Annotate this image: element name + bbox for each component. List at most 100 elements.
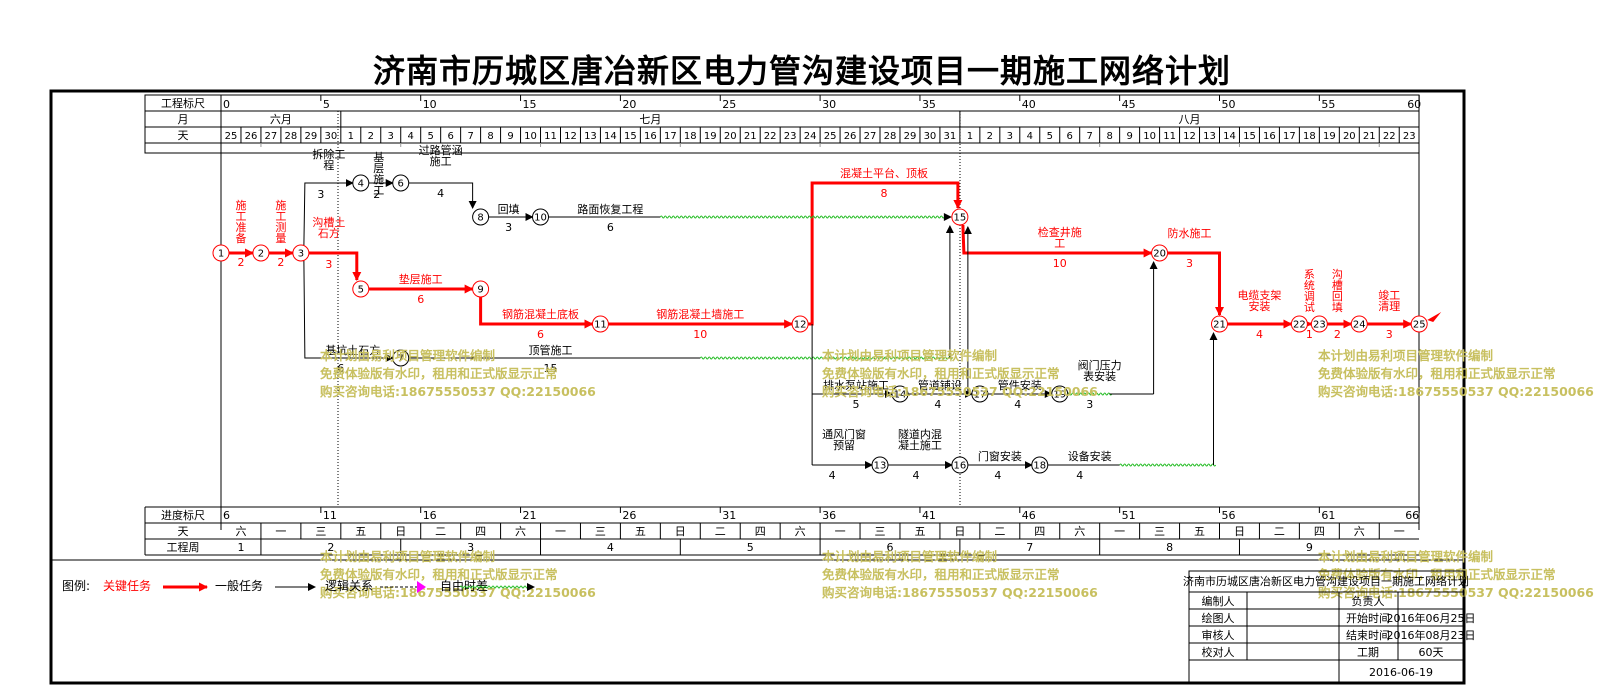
watermark-text: 购买咨询电话:18675550537 QQ:22150066 — [822, 384, 1098, 399]
month-label: 八月 — [1179, 113, 1201, 126]
task-duration: 4 — [1076, 469, 1083, 482]
scale-tick-label: 20 — [622, 98, 636, 111]
weekday-label: 五 — [635, 525, 646, 538]
progress-tick-label: 36 — [822, 509, 836, 522]
node-6 — [392, 174, 410, 192]
weekday-label: 二 — [994, 525, 1005, 538]
node-label: 7 — [398, 354, 404, 365]
day-label: 1 — [967, 131, 973, 142]
info-project: 济南市历城区唐冶新区电力管沟建设项目一期施工网络计划 — [1183, 574, 1469, 588]
node-label: 1 — [218, 249, 224, 260]
info-drawer: 绘图人 — [1202, 611, 1235, 625]
task-label: 沟槽回填 — [1332, 268, 1343, 314]
node-3 — [292, 244, 310, 262]
day-label: 10 — [524, 131, 537, 142]
task-arrow-9-11 — [479, 297, 594, 329]
day-label: 5 — [427, 131, 433, 142]
node-21 — [1211, 315, 1228, 333]
weekday-label: 二 — [715, 525, 726, 538]
info-checker: 校对人 — [1202, 645, 1235, 659]
weekday-label: 三 — [315, 525, 326, 538]
finish-flag-icon — [1427, 312, 1442, 322]
day-label: 2 — [987, 131, 993, 142]
week-label: 7 — [1026, 541, 1033, 554]
node-label: 3 — [298, 249, 304, 260]
progress-tick-label: 21 — [523, 509, 537, 522]
node-15 — [951, 208, 969, 226]
watermark-text: 本计划由易利项目管理软件编制 — [1318, 549, 1493, 564]
day-label: 15 — [624, 131, 637, 142]
day-label: 22 — [764, 131, 777, 142]
week-label: 8 — [1166, 541, 1173, 554]
task-label: 钢筋混凝土墙施工 — [656, 307, 744, 321]
task-duration: 4 — [1256, 328, 1263, 341]
day-label: 17 — [664, 131, 677, 142]
task-duration: 2 — [277, 256, 284, 269]
weekday-label: 四 — [475, 525, 486, 538]
legend-logic-arrowhead — [417, 581, 426, 593]
legend-normal-label: 一般任务 — [215, 578, 263, 593]
task-label: 隧道内混凝土施工 — [898, 427, 942, 452]
weekday-label: 五 — [1194, 525, 1205, 538]
node-9 — [472, 280, 490, 298]
task-label: 检查井施工 — [1038, 225, 1082, 250]
legend-float-arrowhead — [527, 583, 535, 591]
task-arrow-15-20 — [961, 224, 1153, 258]
day-label: 19 — [1323, 131, 1336, 142]
task-label: 防水施工 — [1168, 226, 1212, 240]
week-label: 6 — [886, 541, 893, 554]
legend-float-wave — [459, 585, 529, 589]
node-25 — [1410, 315, 1428, 333]
node-label: 16 — [954, 461, 967, 472]
node-label: 23 — [1313, 320, 1326, 331]
day-label: 21 — [1363, 131, 1376, 142]
node-23 — [1310, 315, 1328, 333]
day-label: 23 — [1403, 131, 1416, 142]
task-duration: 4 — [934, 398, 941, 411]
day-label: 29 — [904, 131, 917, 142]
node-11 — [591, 315, 609, 333]
day-label: 17 — [1283, 131, 1296, 142]
info-reviewer: 审核人 — [1202, 628, 1235, 642]
task-label: 管道铺设 — [918, 378, 962, 392]
week-label: 5 — [747, 541, 754, 554]
day-label: 11 — [544, 131, 557, 142]
weekday-label: 六 — [1074, 525, 1085, 538]
weekday-row-label: 天 — [178, 525, 189, 538]
day-label: 9 — [507, 131, 513, 142]
weekday-label: 四 — [755, 525, 766, 538]
node-label: 9 — [477, 285, 483, 296]
day-label: 19 — [704, 131, 717, 142]
node-label: 24 — [1353, 320, 1366, 331]
task-duration: 8 — [881, 187, 888, 200]
day-label: 7 — [1087, 131, 1093, 142]
day-label: 13 — [1203, 131, 1216, 142]
info-end-label: 结束时间 — [1346, 629, 1390, 642]
node-17 — [971, 385, 989, 403]
node-label: 4 — [358, 179, 364, 190]
progress-tick-label: 51 — [1122, 509, 1136, 522]
legend: 图例: 关键任务 一般任务 逻辑关系 自由时差 — [62, 578, 535, 593]
node-label: 25 — [1413, 320, 1426, 331]
task-duration: 4 — [437, 187, 444, 200]
task-duration: 6 — [537, 328, 544, 341]
node-8 — [472, 208, 490, 226]
node-16 — [951, 456, 969, 474]
watermark-text: 本计划由易利项目管理软件编制 — [822, 348, 997, 363]
day-label: 12 — [564, 131, 577, 142]
progress-row-label: 进度标尺 — [161, 508, 205, 522]
watermark-text: 购买咨询电话:18675550537 QQ:22150066 — [822, 585, 1098, 600]
weekday-label: 四 — [1314, 525, 1325, 538]
progress-tick-label: 16 — [423, 509, 437, 522]
task-duration: 4 — [1014, 398, 1021, 411]
weekday-label: 六 — [235, 525, 246, 538]
node-22 — [1290, 315, 1308, 333]
info-end: 2016年08月23日 — [1387, 628, 1476, 642]
watermark-text: 本计划由易利项目管理软件编制 — [320, 549, 495, 564]
weekday-label: 四 — [1034, 525, 1045, 538]
task-label: 基层施工 — [373, 151, 384, 197]
task-label: 过路管涵施工 — [419, 143, 463, 168]
node-4 — [352, 174, 370, 192]
node-18 — [1031, 456, 1049, 474]
